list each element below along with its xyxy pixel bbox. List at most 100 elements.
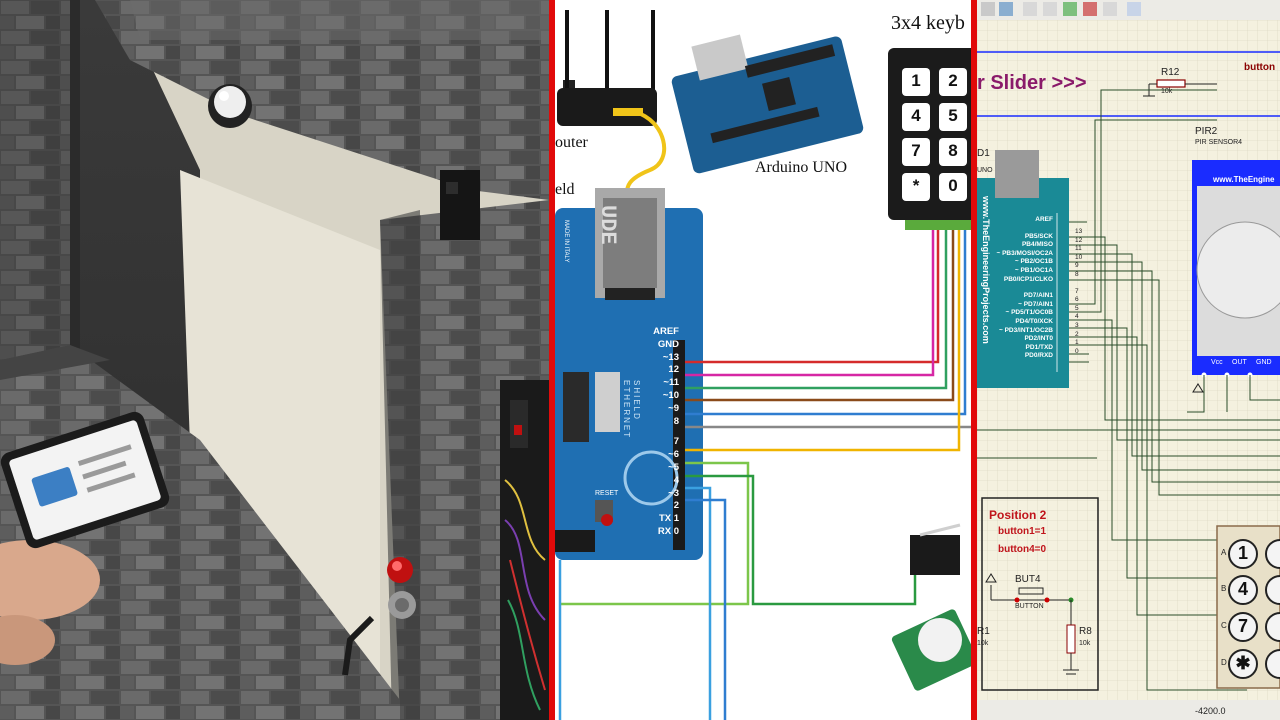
limit-switch-image	[910, 523, 961, 575]
made-in-italy-text: MADE IN ITALY	[563, 220, 569, 263]
keypad-key: 5	[948, 106, 958, 125]
ethernet-shield-image	[671, 34, 864, 174]
keypad-keys	[902, 68, 967, 201]
right-divider	[971, 0, 977, 720]
pin-label: ~11	[663, 377, 679, 389]
wiring-diagram-panel: 3x4 keyb outer eld Arduino UNO UDE 1 2 4…	[555, 0, 971, 720]
but4-ref: BUT4	[1015, 574, 1041, 585]
uno-pin-number: 4	[1075, 313, 1079, 321]
toolbar-icons	[981, 2, 1141, 16]
uno-ref: D1	[977, 148, 990, 159]
uno-pin-name: PD7/AIN1	[1023, 292, 1053, 300]
pir-ref: PIR2	[1195, 126, 1218, 137]
keypad-key: 0	[948, 176, 958, 195]
sim-keypad-key[interactable]: 7	[1237, 616, 1248, 636]
r1-value: 10k	[977, 640, 989, 647]
uno-pin-name: PB0/ICP1/CLKO	[1003, 275, 1053, 283]
wiring-diagram	[555, 10, 971, 720]
uno-pin-name: ~ PB2/OC1B	[1014, 258, 1053, 266]
r1-label: R1	[977, 626, 990, 637]
but4-name: BUTTON	[1015, 603, 1044, 610]
uno-pin-number: 10	[1075, 253, 1083, 261]
uno-pin-name: PD0/RXD	[1024, 352, 1053, 360]
pir-module-image	[891, 609, 971, 691]
uno-pin-numbers: 13 12 11 10 9 8 7 6 5 4 3 2 1 0	[1075, 228, 1089, 356]
button-top-label: button	[1244, 62, 1276, 73]
keypad-key: 8	[948, 141, 958, 160]
uno-pin-name: ~ PD7/AIN1	[1018, 300, 1053, 308]
keypad-row-a: A	[1221, 548, 1227, 557]
router-label: outer	[555, 134, 588, 151]
keypad-key: 4	[911, 106, 921, 125]
uno-pin-number: 1	[1075, 339, 1079, 347]
door-frame-photo	[0, 0, 549, 720]
uno-name: UNO	[977, 167, 993, 174]
uno-pin-number: 9	[1075, 262, 1079, 270]
r12-value: 10k	[1161, 88, 1173, 95]
uno-pin-number: 2	[1075, 330, 1079, 338]
status-coordinate: -4200.0	[1195, 706, 1226, 716]
r8-value: 10k	[1079, 640, 1091, 647]
keypad-key: *	[912, 176, 920, 195]
sim-keypad-key[interactable]: ✱	[1235, 653, 1251, 673]
pin-label: ~10	[662, 389, 679, 401]
pin-label: TX 1	[658, 513, 679, 525]
uno-pin-number: 3	[1075, 321, 1079, 329]
sim-keypad-key[interactable]: 4	[1237, 579, 1248, 599]
pin-label: ~9	[668, 402, 679, 414]
pin-label: ~5	[668, 461, 679, 473]
pir-name: PIR SENSOR4	[1195, 139, 1243, 146]
keypad-key: 7	[911, 141, 921, 160]
pin-label: 8	[673, 415, 679, 427]
wires	[558, 230, 971, 720]
pir-pin-gnd: GND	[1256, 359, 1272, 366]
keypad-row-c: C	[1221, 621, 1227, 630]
uno-label: Arduino UNO	[755, 159, 847, 176]
uno-side-url: www.TheEngineeringProjects.com	[981, 196, 991, 344]
keypad-title: 3x4 keyb	[891, 12, 965, 34]
pin-label: RX 0	[657, 525, 679, 537]
uno-pin-name: AREF	[1035, 216, 1053, 223]
keypad-row-b: B	[1221, 584, 1227, 593]
uno-pin-name: PB4/MISO	[1021, 241, 1053, 249]
uno-pin-number: 13	[1075, 228, 1083, 235]
uno-pin-number: 7	[1075, 287, 1079, 295]
r8-label: R8	[1079, 626, 1092, 637]
r12-label: R12	[1161, 67, 1180, 78]
pin-label: AREF	[653, 326, 679, 337]
slider-title: r Slider >>>	[977, 72, 1087, 94]
pin-label: ~3	[668, 487, 679, 499]
left-divider	[549, 0, 555, 720]
photo-panel	[0, 0, 549, 720]
button4-state: button4=0	[998, 544, 1047, 555]
keypad-row-d: D	[1221, 658, 1227, 667]
pir-pin-out: OUT	[1232, 359, 1247, 366]
schematic-canvas	[977, 0, 1280, 720]
uno-pin-number: 6	[1075, 296, 1079, 304]
uno-pin-name: PD4/T0/XCK	[1015, 317, 1053, 325]
uno-pin-name: ~ PB3/MOSI/OC2A	[996, 249, 1053, 257]
pir-url: www.TheEngine	[1213, 175, 1275, 184]
position-title: Position 2	[989, 508, 1047, 522]
arduino-ethernet-board	[555, 188, 703, 560]
pin-label: GND	[657, 338, 679, 350]
uno-pin-name: ~ PD3/INT1/OC2B	[998, 326, 1053, 334]
uno-pin-number: 12	[1075, 236, 1083, 244]
sim-keypad-key[interactable]: 1	[1237, 543, 1248, 563]
uno-pin-number: 5	[1075, 304, 1079, 312]
proteus-simulation-panel: r Slider >>> button R12 10k PIR2 PIR SEN…	[977, 0, 1280, 720]
pin-label: 7	[673, 436, 679, 448]
pin-label: 12	[668, 364, 679, 376]
uno-pin-name: PB5/SCK	[1024, 232, 1053, 240]
reset-text: RESET	[595, 490, 619, 497]
pin-label: 2	[673, 500, 679, 512]
pin-label: ~6	[668, 449, 679, 461]
keypad-key: 1	[911, 71, 921, 90]
pin-label-column: AREF GND ~13 12 ~11 ~10 ~9 8 7 ~6 ~5 4 ~…	[647, 326, 679, 539]
pin-label: 4	[673, 474, 679, 486]
uno-pin-number: 0	[1075, 347, 1079, 355]
keypad-key: 2	[948, 71, 958, 90]
uno-pin-number: 11	[1075, 245, 1082, 253]
pin-label: ~13	[662, 351, 679, 363]
uno-pin-name: PD2/INT0	[1024, 335, 1053, 343]
